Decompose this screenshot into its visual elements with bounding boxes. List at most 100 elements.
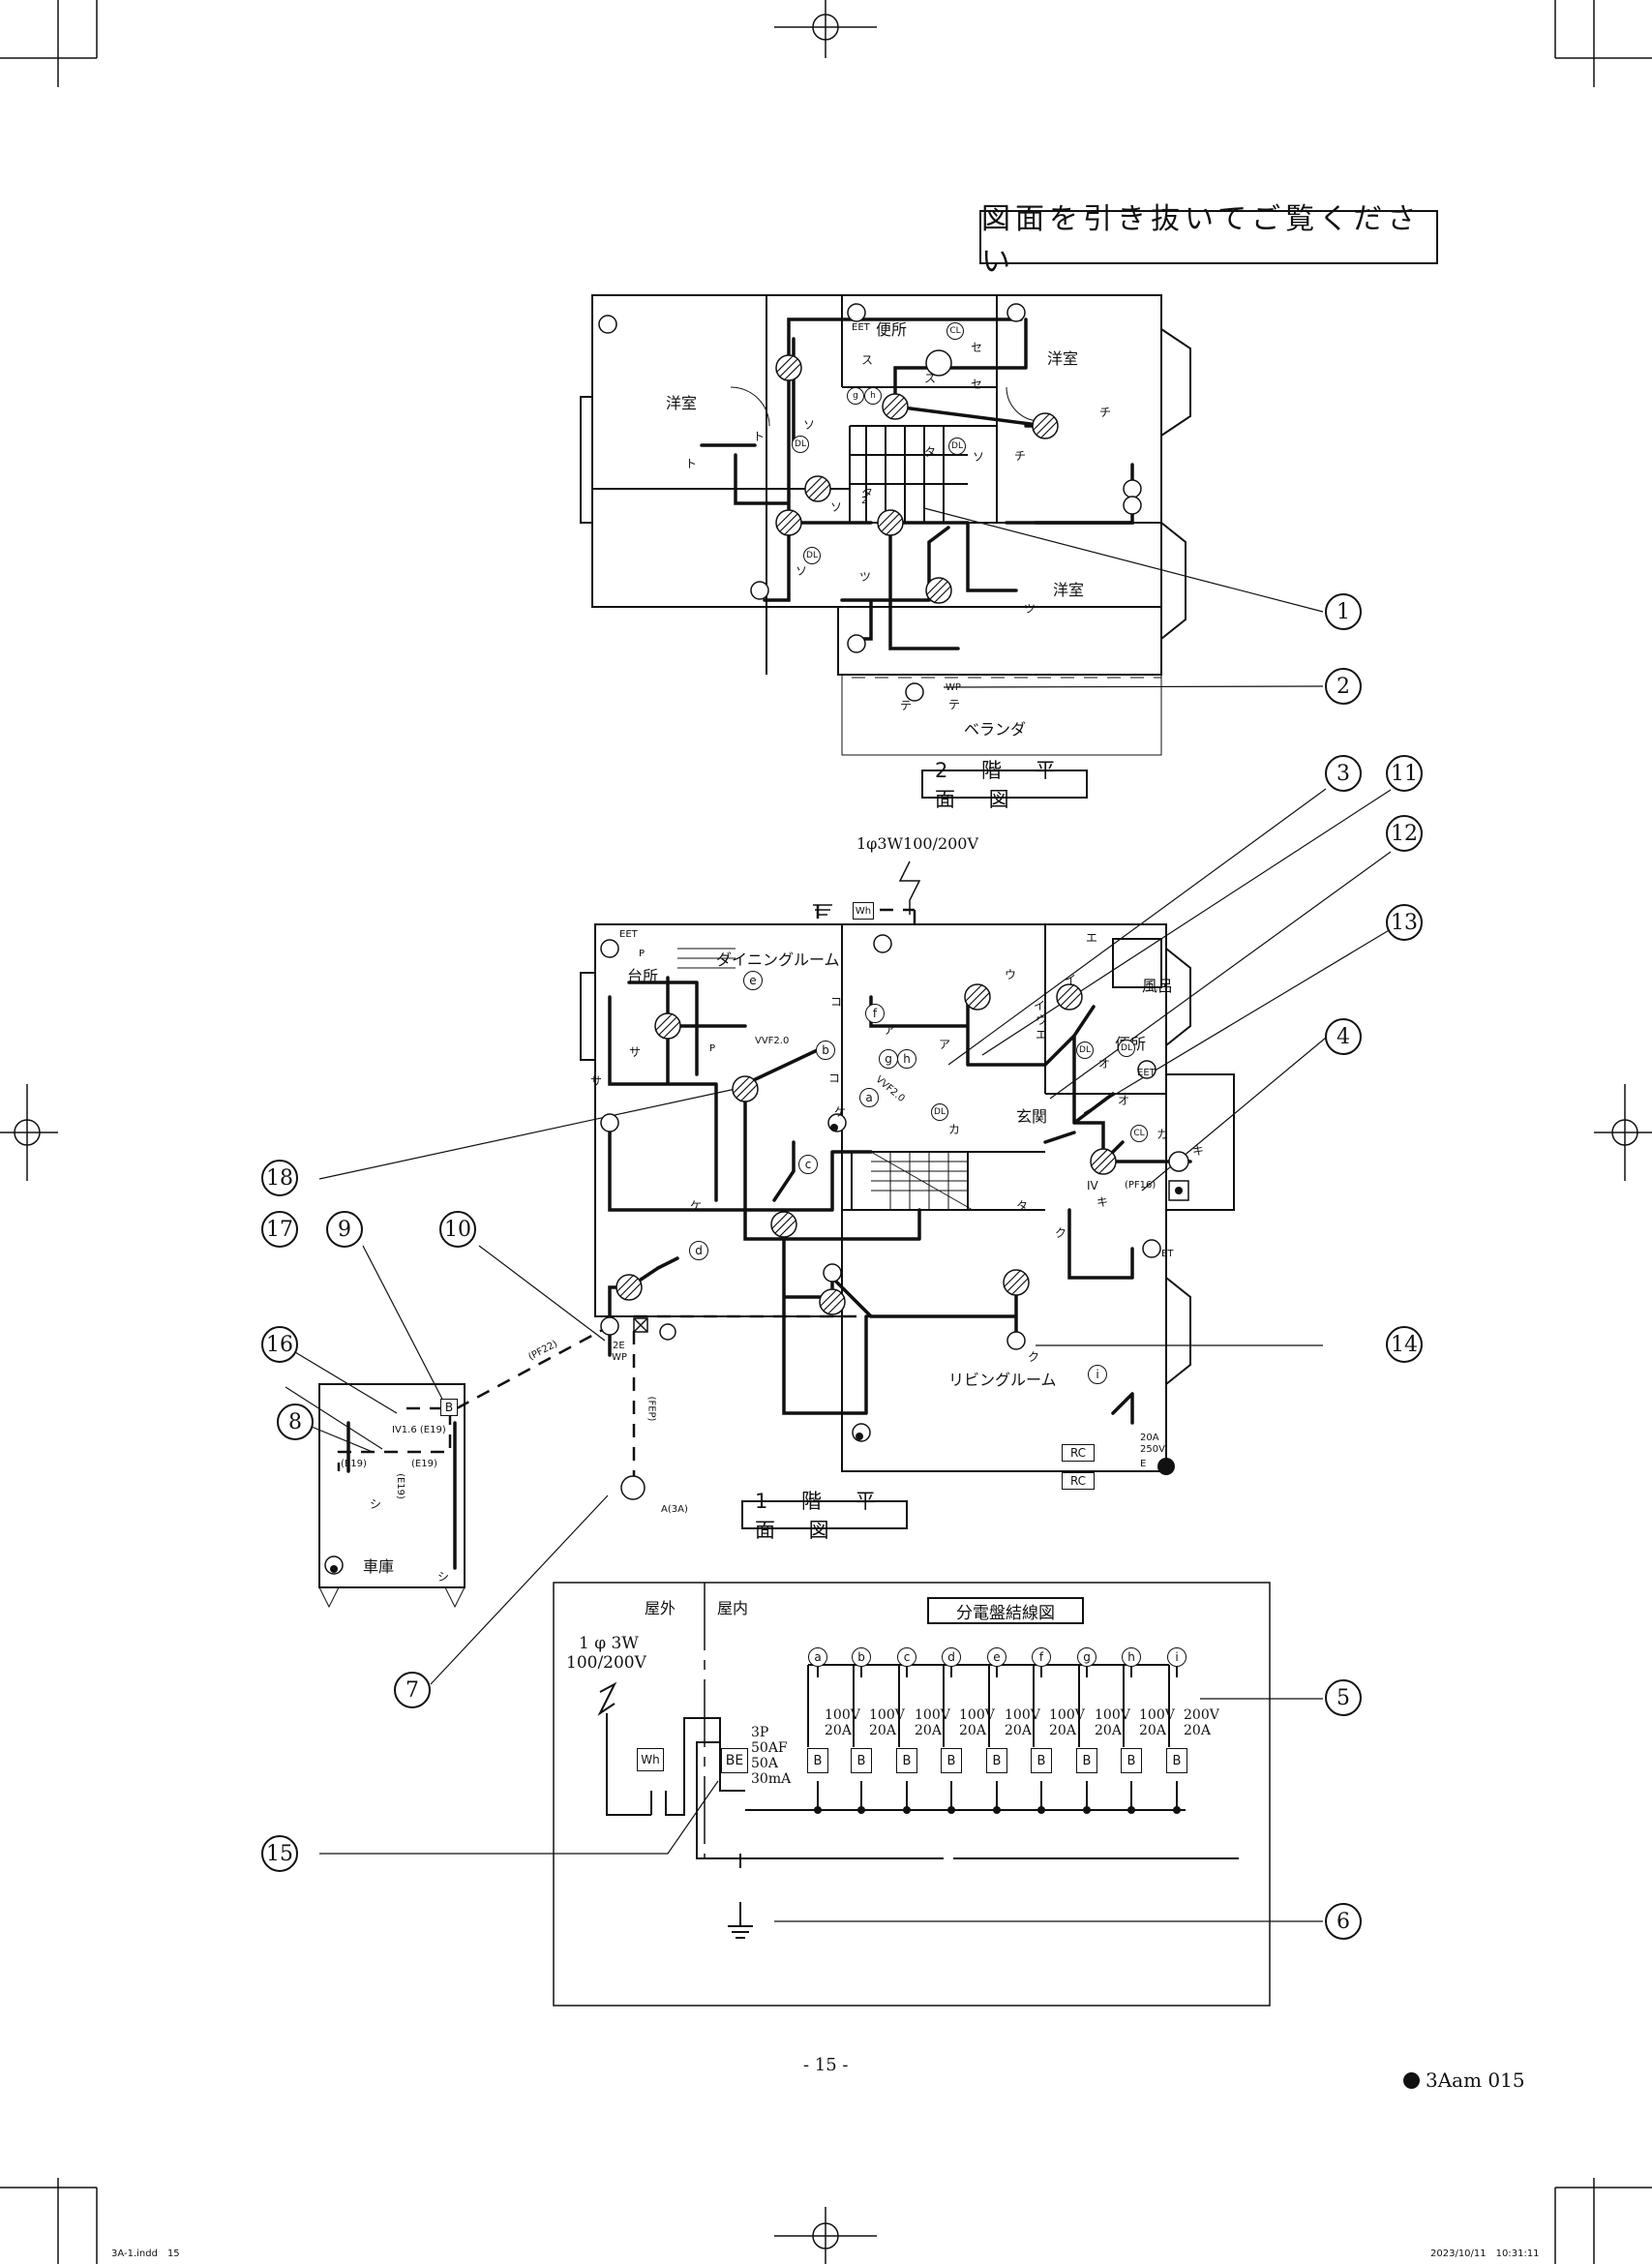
page-number: - 15 - [803, 2055, 849, 2075]
be-rating-1: 3P [751, 1725, 769, 1740]
kana-e-2: エ [1036, 1028, 1048, 1041]
kana-a-2: ア [939, 1038, 951, 1051]
pull-out-instruction: 図面を引き抜いてご覧ください [979, 202, 1438, 279]
panel-circuit-h: h [1122, 1647, 1141, 1667]
count-2-2f: 2 [861, 496, 868, 506]
p-mark-1f-2: P [709, 1043, 716, 1054]
cl-fixture-2f: CL [946, 322, 964, 340]
rating-20a-1f: 20A [1140, 1433, 1159, 1443]
kana-ta-2: タ [861, 486, 874, 499]
circuit-i-1f: i [1088, 1365, 1107, 1384]
panel-wh-meter: Wh [637, 1748, 664, 1771]
callout-10: 10 [439, 1211, 476, 1248]
breaker-e: B [986, 1748, 1007, 1773]
amp-b: 20A [869, 1723, 896, 1738]
callout-9: 9 [326, 1211, 363, 1248]
source-file: 3A-1.indd 15 [111, 2249, 180, 2259]
et-mark-1f: ET [1161, 1249, 1174, 1259]
room-garage: 車庫 [363, 1557, 395, 1576]
room-bath: 風呂 [1142, 977, 1174, 995]
eet-mark-2f: EET [852, 322, 870, 333]
panel-circuit-e: e [987, 1647, 1006, 1667]
iv16-mark: IV1.6 (E19) [392, 1425, 446, 1435]
be-rating-4: 30mA [751, 1771, 792, 1787]
e-terminal-1f: E [1140, 1459, 1147, 1469]
cl-fixture-1f: CL [1130, 1125, 1148, 1142]
room-living: リビングルーム [948, 1371, 1057, 1389]
volt-d: 100V [959, 1707, 995, 1723]
panel-circuit-b: b [852, 1647, 871, 1667]
a3a-mark: A(3A) [661, 1504, 688, 1515]
wp-mark-2f: WP [946, 682, 961, 693]
room-dining: ダイニングルーム [716, 951, 840, 969]
panel-circuit-c: c [897, 1647, 916, 1667]
kana-ke-2: ケ [690, 1199, 703, 1213]
callout-7: 7 [394, 1672, 431, 1708]
kana-i-2: イ [1034, 999, 1046, 1012]
kana-o-1: オ [1098, 1057, 1111, 1071]
breaker-c: B [896, 1748, 917, 1773]
kana-sa-2: サ [590, 1074, 603, 1088]
kana-su-1: ス [861, 353, 874, 367]
panel-circuit-f: f [1032, 1647, 1051, 1667]
volt-i: 200V [1184, 1707, 1219, 1723]
panel-circuit-i: i [1167, 1647, 1186, 1667]
p-mark-1f-1: P [639, 949, 646, 959]
kana-e-1: エ [1086, 931, 1098, 945]
kana-ki-2: キ [1096, 1195, 1109, 1209]
breaker-b: B [851, 1748, 872, 1773]
callout-15: 15 [261, 1835, 298, 1872]
kana-te-2: テ [948, 698, 961, 711]
amp-d: 20A [959, 1723, 986, 1738]
room-western-right-top: 洋室 [1047, 349, 1079, 368]
kana-so-4: ソ [796, 564, 808, 578]
panel-supply-line2: 100/200V [566, 1653, 646, 1673]
floor1-label: 1 階 平 面 図 [741, 1490, 908, 1542]
callout-17: 17 [261, 1211, 298, 1248]
volt-h: 100V [1139, 1707, 1175, 1723]
kana-u-1: ウ [1005, 968, 1017, 981]
room-entrance: 玄関 [1016, 1107, 1048, 1126]
vvf-mark-1: VVF2.0 [755, 1036, 790, 1046]
kana-so-3: ソ [830, 500, 843, 514]
callout-14: 14 [1386, 1326, 1423, 1363]
kana-ta-1: タ [924, 445, 937, 459]
kana-se-2: セ [971, 377, 983, 391]
kana-shi-1: シ [370, 1497, 382, 1511]
supply-1f: 1φ3W100/200V [856, 834, 979, 853]
kana-o-2: オ [1118, 1094, 1130, 1107]
circuit-c-1f: c [798, 1155, 818, 1174]
breaker-h: B [1121, 1748, 1142, 1773]
amp-g: 20A [1095, 1723, 1122, 1738]
iv-mark: IV [1087, 1179, 1098, 1192]
be-rating-2: 50AF [751, 1740, 788, 1756]
dl-fixture-2f-2: DL [948, 438, 966, 455]
kana-te-1: テ [900, 699, 913, 712]
rating-250v-1f: 250V [1140, 1444, 1165, 1455]
circuit-h-1f: h [897, 1049, 916, 1069]
kana-a-1: ア [884, 1023, 896, 1037]
2e-mark: 2E [613, 1341, 625, 1351]
kana-so-1: ソ [803, 418, 816, 432]
dl-fixture-1f-3: DL [1076, 1041, 1094, 1059]
volt-f: 100V [1049, 1707, 1085, 1723]
room-kitchen: 台所 [627, 967, 659, 985]
kana-tsu-1: ツ [859, 570, 872, 584]
volt-c: 100V [915, 1707, 950, 1723]
volt-b: 100V [869, 1707, 905, 1723]
fep-mark: (FEP) [646, 1396, 657, 1422]
eet-mark-1f-1: EET [619, 929, 638, 940]
circuit-b-1f: b [816, 1041, 835, 1060]
kana-tsu-2: ツ [1024, 602, 1036, 616]
kana-ta-1f: タ [1016, 1199, 1029, 1213]
kana-ku-1: ク [1055, 1226, 1067, 1240]
callout-8: 8 [277, 1404, 314, 1440]
dl-fixture-2f-1: DL [792, 436, 809, 453]
breaker-i: B [1166, 1748, 1187, 1773]
wh-meter-1f: Wh [853, 902, 874, 920]
amp-e: 20A [1005, 1723, 1032, 1738]
breaker-d: B [941, 1748, 962, 1773]
panel-circuit-g: g [1077, 1647, 1096, 1667]
kana-sa-1: サ [629, 1045, 642, 1059]
volt-g: 100V [1095, 1707, 1130, 1723]
